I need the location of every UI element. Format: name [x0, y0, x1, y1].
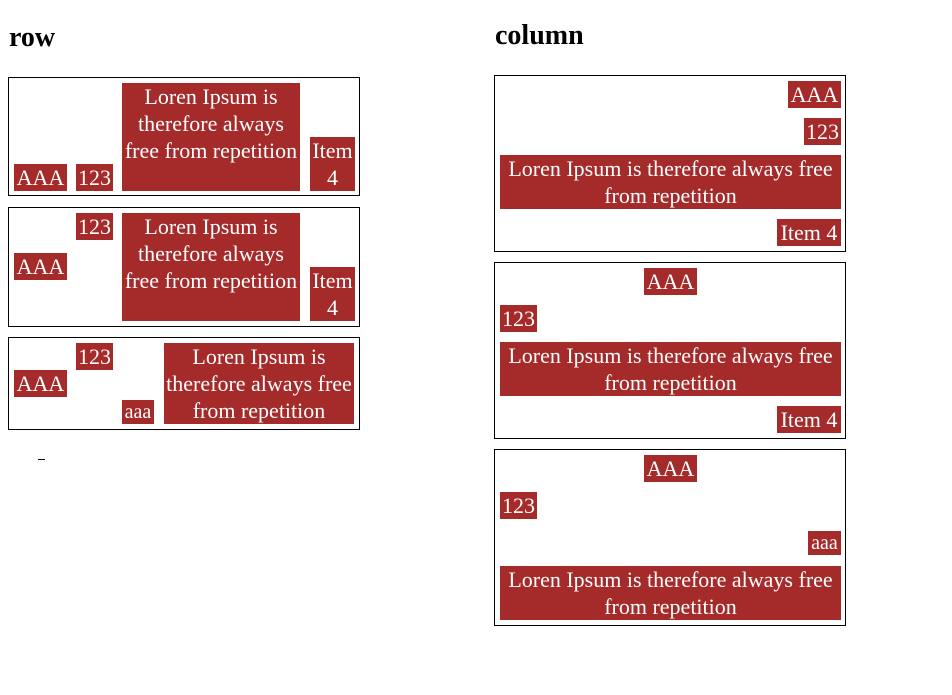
flex-item-123: 123	[76, 213, 113, 240]
flex-item-lorem: Loren Ipsum is therefore always free fro…	[500, 342, 841, 396]
flex-item-aaa: AAA	[644, 455, 697, 482]
flex-item-aaa-lower: aaa	[808, 531, 841, 555]
flex-item-aaa: AAA	[788, 81, 841, 108]
column-flex-container-1: AAA 123 Loren Ipsum is therefore always …	[494, 75, 846, 252]
flex-item-123: 123	[500, 305, 537, 332]
flex-item-aaa-lower: aaa	[122, 400, 154, 424]
flex-item-lorem: Loren Ipsum is therefore always free fro…	[122, 213, 300, 321]
flex-item-aaa: AAA	[14, 164, 67, 191]
column-flex-container-3: AAA 123 aaa Loren Ipsum is therefore alw…	[494, 449, 846, 626]
flex-item-4: Item 4	[777, 219, 841, 246]
column-heading: column	[495, 20, 584, 51]
flex-item-123: 123	[76, 343, 113, 370]
flex-item-lorem: Loren Ipsum is therefore always free fro…	[500, 566, 841, 620]
flex-item-4: Item 4	[310, 267, 355, 321]
flex-item-123: 123	[804, 118, 841, 145]
row-flex-container-1: AAA 123 Loren Ipsum is therefore always …	[8, 77, 360, 196]
flex-item-aaa: AAA	[14, 253, 67, 280]
stray-dash	[38, 459, 45, 460]
flex-item-4: Item 4	[777, 406, 841, 433]
flex-item-123: 123	[500, 492, 537, 519]
flex-item-lorem: Loren Ipsum is therefore always free fro…	[164, 343, 354, 424]
flex-item-aaa: AAA	[14, 370, 67, 397]
flex-item-aaa: AAA	[644, 268, 697, 295]
flex-item-4: Item 4	[310, 137, 355, 191]
column-flex-container-2: AAA 123 Loren Ipsum is therefore always …	[494, 262, 846, 439]
row-heading: row	[9, 22, 56, 53]
flex-item-lorem: Loren Ipsum is therefore always free fro…	[122, 83, 300, 191]
row-flex-container-3: AAA 123 aaa Loren Ipsum is therefore alw…	[8, 337, 360, 430]
flex-item-lorem: Loren Ipsum is therefore always free fro…	[500, 155, 841, 209]
row-flex-container-2: AAA 123 Loren Ipsum is therefore always …	[8, 207, 360, 327]
flex-item-123: 123	[76, 164, 113, 191]
